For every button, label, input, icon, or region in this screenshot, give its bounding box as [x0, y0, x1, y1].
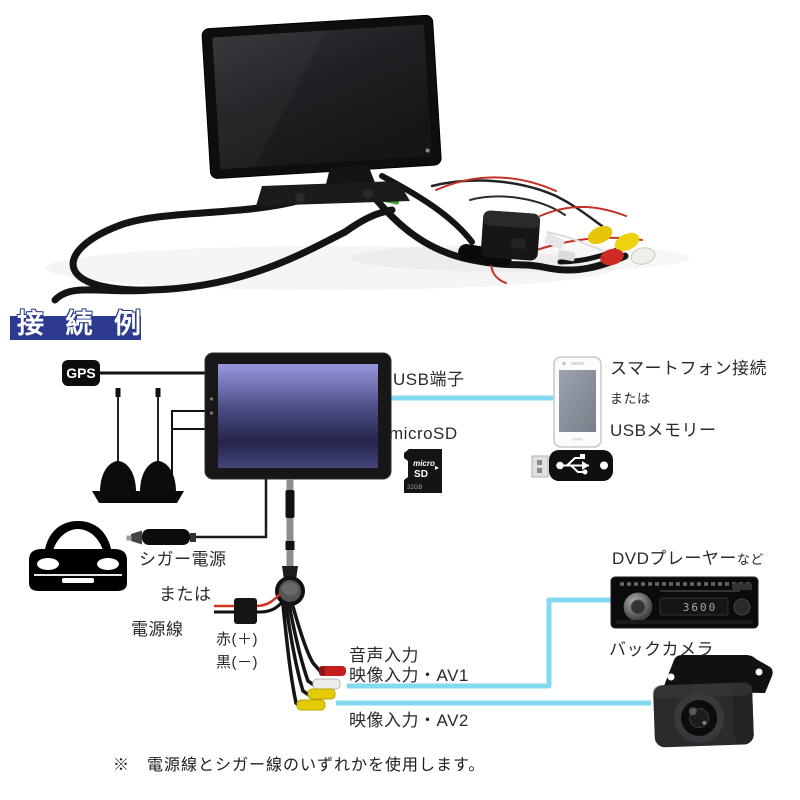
tv-antennas-icon — [92, 388, 184, 503]
monitor-diagram — [204, 352, 392, 480]
av1-cyan-line — [347, 597, 612, 689]
photo-stand-base — [256, 181, 410, 206]
rca-plug-yellow-1 — [307, 688, 336, 700]
photo-monitor — [201, 14, 442, 179]
microsd-card-icon: micro SD ▸ 32GB — [404, 449, 442, 493]
microsd-label: microSD — [389, 424, 458, 443]
av2-input-label: 映像入力・AV2 — [349, 711, 469, 730]
rca-plug-yellow-2 — [296, 699, 326, 711]
usb-memory-label: USBメモリー — [610, 421, 717, 440]
footnote: ※ 電源線とシガー線のいずれかを使用します。 — [113, 757, 486, 774]
white-connector-2 — [557, 249, 576, 262]
back-camera-label: バックカメラ — [609, 640, 714, 659]
or-usb-label: または — [610, 391, 651, 406]
av1-input-label: 映像入力・AV1 — [349, 666, 469, 685]
or-power-label: または — [159, 585, 212, 604]
dvd-player-icon: 3600 — [610, 576, 759, 629]
rca-plug-white — [312, 678, 341, 690]
dvd-player-label-main: DVDプレーヤー — [612, 549, 737, 568]
audio-input-label: 音声入力 — [349, 646, 419, 665]
rca-plugs — [296, 666, 346, 711]
usb-port-label: USB端子 — [393, 370, 465, 389]
cyan-lines — [336, 395, 651, 706]
gps-badge-label: GPS — [66, 365, 96, 381]
cigar-plug-icon — [126, 479, 268, 545]
svg-text:micro: micro — [413, 459, 435, 468]
svg-text:▸: ▸ — [435, 463, 439, 472]
stand-screw-right — [363, 189, 373, 199]
black-minus-label: 黒(－) — [216, 654, 258, 671]
photo-rca-plugs — [587, 225, 656, 266]
photo-control-box — [480, 210, 541, 261]
power-line-icon — [214, 593, 285, 624]
rca-cables — [281, 601, 322, 708]
red-plus-label: 赤(＋) — [216, 631, 258, 648]
dvd-player-label: DVDプレーヤーなど — [612, 544, 764, 569]
cigar-power-label: シガー電源 — [139, 550, 227, 569]
gps-badge: GPS — [62, 360, 100, 386]
white-connector-1 — [544, 233, 565, 249]
fuse-box — [234, 598, 257, 624]
dvd-player-label-suffix: など — [736, 552, 764, 567]
photo-white-wire — [545, 231, 607, 253]
stand-screw-left — [295, 193, 305, 203]
usb-trident-icon — [556, 457, 589, 473]
dvd-display: 3600 — [683, 601, 718, 614]
monitor-cable-hub — [275, 479, 305, 606]
smartphone-label: スマートフォン接続 — [610, 359, 767, 378]
product-photo — [45, 14, 656, 304]
usb-memory-icon — [531, 450, 613, 481]
section-banner: 接 続 例 — [10, 309, 141, 340]
section-title: 接 続 例 — [17, 309, 149, 339]
car-icon — [29, 521, 127, 591]
svg-text:32GB: 32GB — [407, 485, 422, 491]
rca-plug-red — [319, 666, 346, 676]
svg-text:SD: SD — [414, 469, 428, 480]
smartphone-icon — [553, 356, 602, 448]
power-line-label: 電源線 — [131, 620, 184, 639]
back-camera-icon — [653, 655, 773, 748]
